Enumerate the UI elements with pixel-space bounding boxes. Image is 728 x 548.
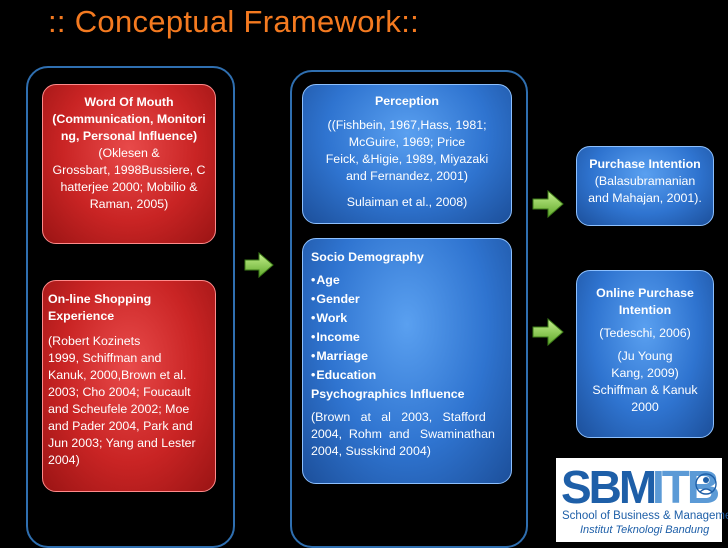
perception-line-3: Feick, &Higie, 1989, Miyazaki bbox=[325, 152, 489, 166]
purchase-line-2: and Mahajan, 2001). bbox=[588, 191, 702, 205]
logo-line-2: Institut Teknologi Bandung bbox=[580, 524, 710, 536]
svg-text:ITB: ITB bbox=[652, 462, 718, 508]
socio-ref-2: 2004, Rohm and Swaminathan bbox=[311, 427, 495, 441]
word-of-mouth-box: Word Of Mouth (Communication, Monitori n… bbox=[42, 84, 216, 244]
shopping-line-1: (Robert Kozinets bbox=[48, 334, 141, 348]
online-purchase-line-3: Kang, 2009) bbox=[611, 366, 679, 380]
arrow-to-purchase-intention-icon bbox=[532, 190, 564, 218]
page-title: :: Conceptual Framework:: bbox=[48, 4, 420, 39]
wom-line-2: (Communication, Monitori bbox=[52, 112, 206, 126]
wom-line-4: (Oklesen & bbox=[98, 146, 160, 160]
online-purchase-line-5: 2000 bbox=[631, 400, 659, 414]
socio-heading: Socio Demography bbox=[311, 250, 424, 264]
purchase-heading: Purchase Intention bbox=[589, 157, 701, 171]
perception-extra: Sulaiman et al., 2008) bbox=[346, 195, 468, 209]
socio-item-income: Income bbox=[311, 329, 505, 346]
socio-ref-1: (Brown at al 2003, Stafford bbox=[311, 410, 486, 424]
wom-line-5: Grossbart, 1998Bussiere, C bbox=[52, 163, 206, 177]
wom-line-6: hatterjee 2000; Mobilio & bbox=[60, 180, 198, 194]
shopping-line-8: 2004) bbox=[48, 453, 80, 467]
shopping-line-6: and Pader 2004, Park and bbox=[48, 419, 193, 433]
online-purchase-heading-2: Intention bbox=[618, 303, 672, 317]
purchase-intention-box: Purchase Intention (Balasubramanian and … bbox=[576, 146, 714, 226]
arrow-left-to-middle-icon bbox=[244, 252, 274, 278]
socio-ref-3: 2004, Susskind 2004) bbox=[311, 444, 431, 458]
online-purchase-line-1: (Tedeschi, 2006) bbox=[599, 326, 691, 340]
logo-line-1: School of Business & Management bbox=[562, 510, 728, 522]
online-purchase-intention-box: Online Purchase Intention (Tedeschi, 200… bbox=[576, 270, 714, 438]
perception-line-2: McGuire, 1969; Price bbox=[348, 135, 466, 149]
socio-item-education: Education bbox=[311, 367, 505, 384]
perception-line-4: and Fernandez, 2001) bbox=[346, 169, 468, 183]
shopping-line-3: Kanuk, 2000,Brown et al. bbox=[48, 368, 187, 382]
arrow-to-online-purchase-icon bbox=[532, 318, 564, 346]
socio-list: Age Gender Work Income Marriage Educatio… bbox=[311, 272, 505, 384]
shopping-heading-2: Experience bbox=[48, 309, 115, 323]
shopping-heading-1: On-line Shopping bbox=[48, 292, 152, 306]
online-purchase-line-4: Schiffman & Kanuk bbox=[592, 383, 698, 397]
shopping-line-2: 1999, Schiffman and bbox=[48, 351, 162, 365]
sbm-itb-logo: SBM ITB School of Business & Management … bbox=[556, 458, 728, 542]
perception-line-1: ((Fishbein, 1967,Hass, 1981; bbox=[327, 118, 487, 132]
purchase-line-1: (Balasubramanian bbox=[594, 174, 696, 188]
shopping-line-7: Jun 2003; Yang and Lester bbox=[48, 436, 196, 450]
sbm-itb-logo-mark: SBM ITB bbox=[561, 462, 718, 508]
perception-heading: Perception bbox=[374, 94, 440, 108]
psychographics-label: Psychographics Influence bbox=[311, 387, 465, 401]
socio-item-marriage: Marriage bbox=[311, 348, 505, 365]
wom-line-7: Raman, 2005) bbox=[89, 197, 169, 211]
svg-text:SBM: SBM bbox=[561, 462, 655, 508]
online-purchase-line-2: (Ju Young bbox=[617, 349, 673, 363]
socio-item-work: Work bbox=[311, 310, 505, 327]
online-purchase-heading-1: Online Purchase bbox=[596, 286, 694, 300]
shopping-line-4: 2003; Cho 2004; Foucault bbox=[48, 385, 191, 399]
socio-item-gender: Gender bbox=[311, 291, 505, 308]
wom-line-1: Word Of Mouth bbox=[84, 95, 174, 109]
socio-demography-box: Socio Demography Age Gender Work Income … bbox=[302, 238, 512, 484]
online-shopping-box: On-line Shopping Experience (Robert Kozi… bbox=[42, 280, 216, 492]
socio-item-age: Age bbox=[311, 272, 505, 289]
perception-box: Perception ((Fishbein, 1967,Hass, 1981; … bbox=[302, 84, 512, 224]
wom-line-3: ng, Personal Influence) bbox=[60, 129, 198, 143]
shopping-line-5: and Scheufele 2002; Moe bbox=[48, 402, 190, 416]
